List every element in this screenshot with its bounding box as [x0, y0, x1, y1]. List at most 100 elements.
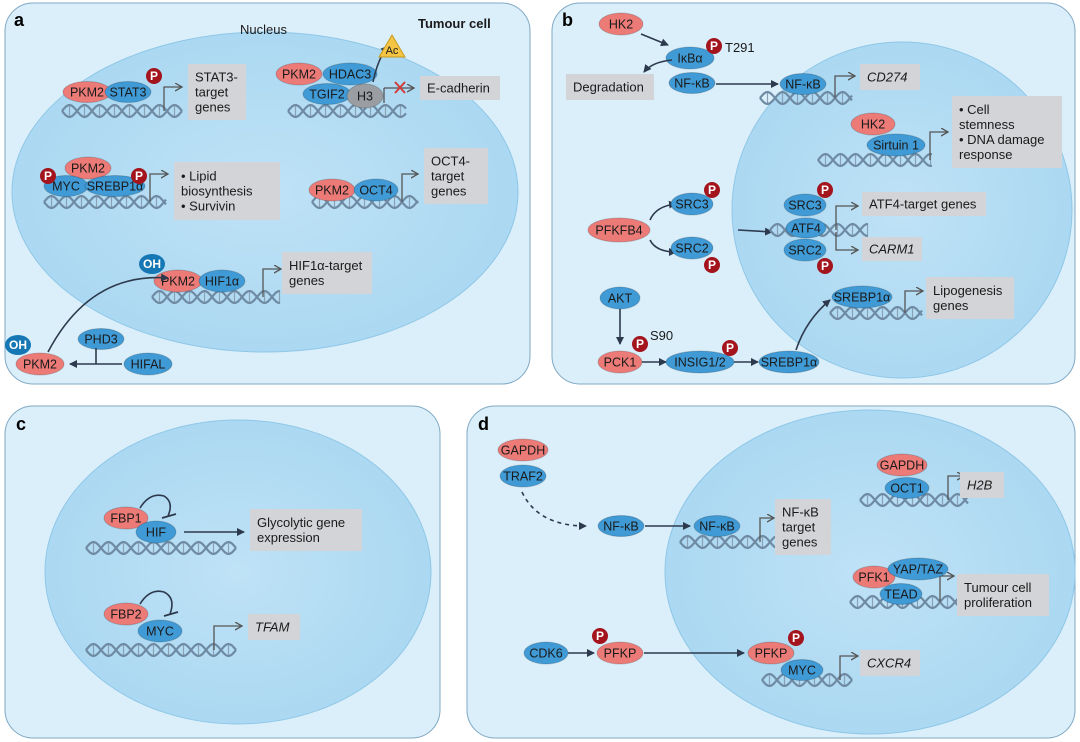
- box-background: [282, 252, 372, 294]
- box-background: [250, 509, 362, 551]
- protein-shape: [103, 602, 149, 626]
- src2-protein: SRC2: [783, 238, 827, 262]
- box-background: [860, 64, 920, 90]
- protein-label: PKM2: [23, 358, 57, 372]
- protein-shape: [785, 217, 827, 239]
- protein-label: Sirtuin 1: [873, 139, 919, 153]
- protein-shape: [597, 515, 645, 537]
- hk2-protein: HK2: [850, 112, 896, 136]
- protein-label: OCT1: [890, 482, 923, 496]
- protein-label: MYC: [146, 625, 174, 639]
- phospho-circle: [706, 38, 722, 54]
- phospho-circle: [704, 257, 720, 273]
- srebp1a-protein: SREBP1α: [831, 285, 893, 309]
- phospho-badge: P: [40, 168, 56, 184]
- gene-arrow-path: [149, 174, 168, 202]
- gene-arrow-path: [262, 269, 281, 297]
- gene-arrow: [149, 174, 168, 202]
- protein-label: PFKP: [755, 647, 788, 661]
- repression-x-icon: [394, 81, 406, 94]
- histone-h3: H3: [346, 83, 384, 109]
- phospho-label: P: [821, 183, 829, 197]
- phospho-circle: [788, 630, 804, 646]
- hydroxyl-badge: OH: [139, 254, 165, 274]
- box-background: [952, 96, 1062, 168]
- box-background: [862, 192, 986, 216]
- dna-strand: [43, 194, 167, 210]
- akt-protein: AKT: [599, 286, 641, 310]
- protein-label: SRC2: [788, 244, 821, 258]
- protein-label: IκBα: [677, 52, 702, 66]
- pfkp-protein: PFKP: [747, 641, 795, 665]
- protein-label: TGIF2: [309, 88, 344, 102]
- gene-arrow: [839, 656, 858, 680]
- dna-strand: [859, 492, 969, 508]
- inhibition-bar: [161, 513, 177, 519]
- pkm2-protein: PKM2: [15, 352, 65, 376]
- protein-shape: [783, 238, 827, 262]
- protein-label: INSIG1/2: [674, 356, 725, 370]
- protein-label: SREBP1α: [87, 180, 144, 194]
- box-text: genes: [782, 535, 818, 550]
- oct1-protein: OCT1: [884, 477, 930, 499]
- protein-shape: [670, 192, 714, 216]
- box-text: Tumour cell: [964, 580, 1032, 595]
- protein-label: FBP1: [110, 512, 141, 526]
- protein-shape: [103, 506, 149, 530]
- acetyl-label: Ac: [386, 45, 399, 57]
- protein-shape: [275, 62, 323, 86]
- phospho-badge: P: [817, 182, 833, 198]
- cdk6-protein: CDK6: [523, 641, 569, 665]
- box-background: [248, 614, 300, 640]
- dna-helix: [85, 642, 237, 658]
- box-background: [862, 237, 922, 261]
- protein-label: PKM2: [70, 86, 104, 100]
- dna-helix: [61, 103, 183, 119]
- protein-shape: [884, 477, 930, 499]
- protein-shape: [876, 453, 928, 477]
- phospho-label: P: [710, 39, 718, 53]
- dna-strand: [759, 90, 853, 106]
- phospho-label: P: [726, 341, 734, 355]
- protein-label: PKM2: [161, 275, 195, 289]
- src3-protein: SRC3: [670, 192, 714, 216]
- box-background: [424, 148, 488, 204]
- protein-shape: [831, 285, 893, 309]
- dna-helix: [829, 305, 923, 321]
- protein-label: HK2: [609, 18, 633, 32]
- box-text: ATF4-target genes: [869, 197, 977, 212]
- gene-arrow: [904, 291, 923, 313]
- traf2-protein: TRAF2: [499, 464, 547, 488]
- box-text: expression: [257, 530, 320, 545]
- box-text: genes: [289, 273, 325, 288]
- protein-shape: [135, 520, 177, 544]
- gene-arrow: [929, 132, 948, 160]
- gene-arrow-path: [163, 87, 182, 111]
- protein-label: GAPDH: [501, 444, 545, 458]
- phospho-circle: [722, 340, 738, 356]
- phospho-label: P: [150, 69, 158, 83]
- protein-shape: [497, 438, 549, 462]
- gene-arrow-path: [759, 518, 774, 542]
- panel-letter-b: b: [562, 10, 573, 30]
- box-text: CXCR4: [867, 656, 911, 671]
- phospho-badge: P: [706, 38, 722, 54]
- protein-label: CDK6: [529, 647, 562, 661]
- protein-shape: [104, 81, 152, 103]
- yap-taz-protein: YAP/TAZ: [887, 557, 949, 581]
- box-text: E-cadherin: [427, 81, 490, 96]
- phospho-badge: P: [704, 257, 720, 273]
- box-text: genes: [195, 100, 231, 115]
- insig-protein: INSIG1/2: [665, 350, 735, 374]
- atf4-target-genes-box: ATF4-target genes: [862, 192, 986, 216]
- box-text: biosynthesis: [181, 184, 253, 199]
- protein-shape: [346, 83, 384, 109]
- sirtuin1-protein: Sirtuin 1: [866, 133, 926, 157]
- dna-strand: [151, 289, 281, 305]
- protein-label: AKT: [608, 292, 633, 306]
